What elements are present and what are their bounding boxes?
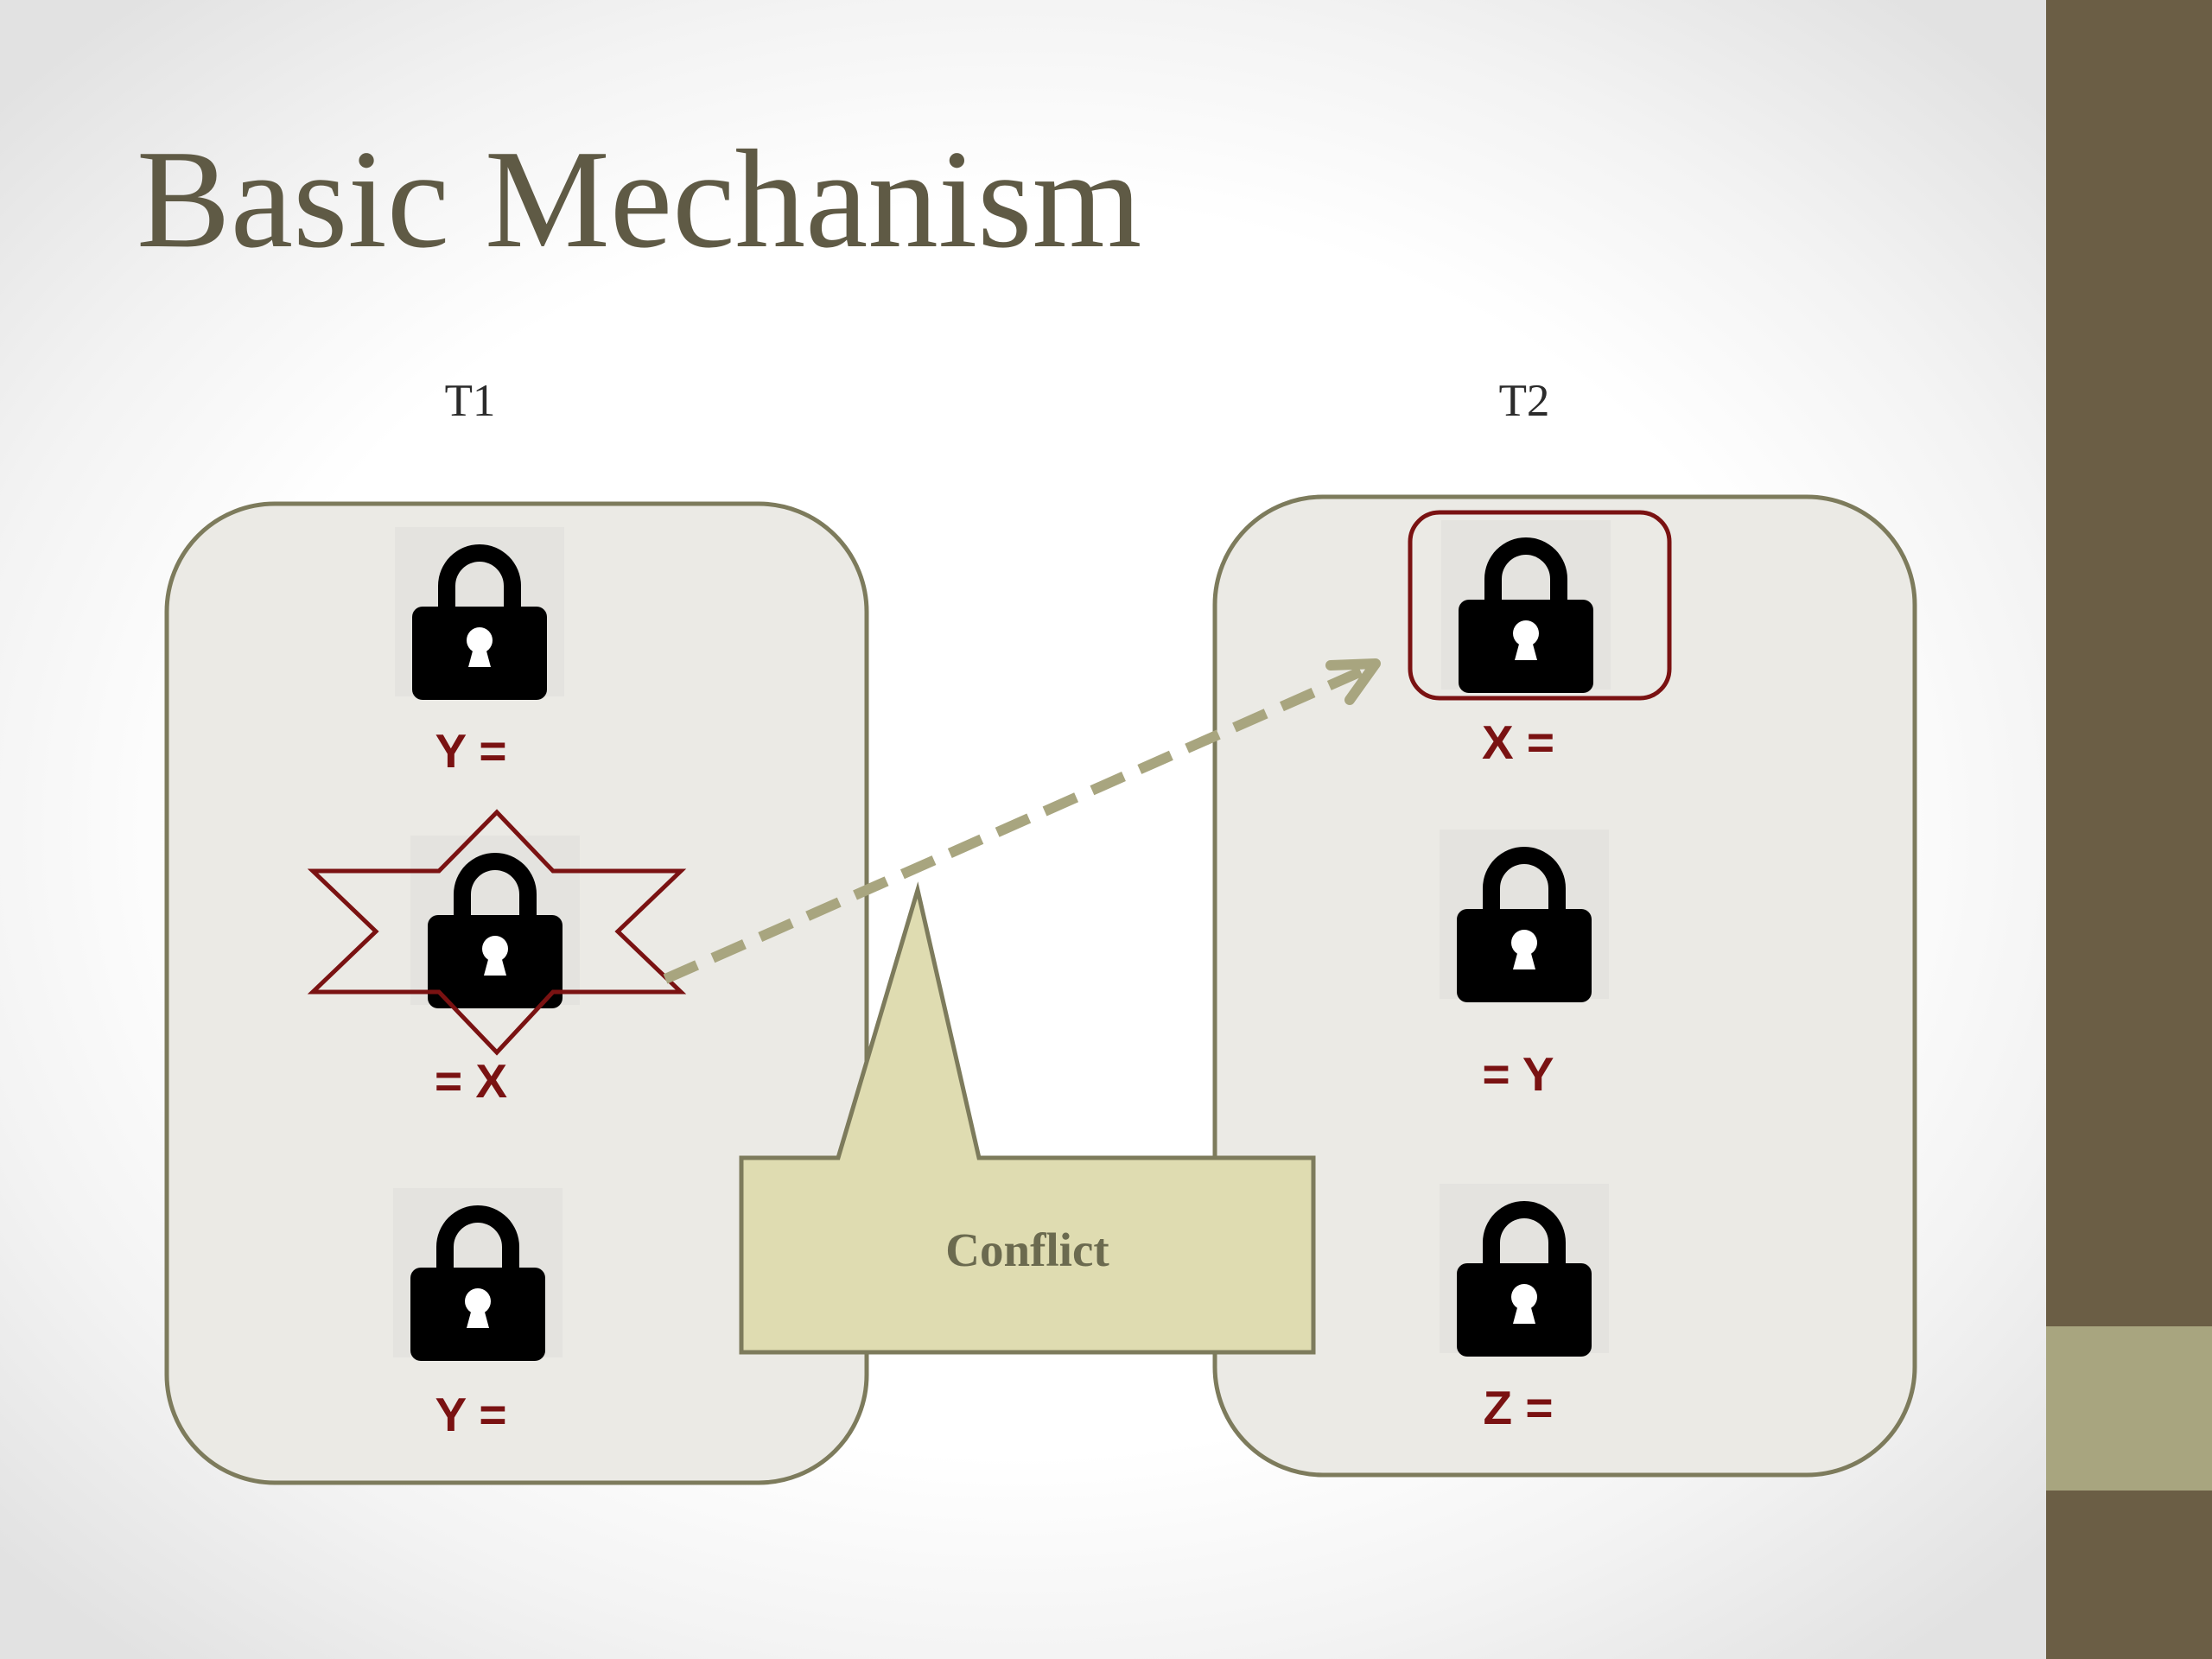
t1-step-1-lock-icon xyxy=(395,527,564,700)
t1-step-2-lock-icon xyxy=(410,836,580,1008)
conflict-label: Conflict xyxy=(945,1224,1109,1276)
rounded-box-highlight xyxy=(1408,510,1672,701)
t2-step-2-statement: = Y xyxy=(1482,1047,1554,1101)
t1-step-2-statement: = X xyxy=(435,1054,507,1108)
slide-title: Basic Mechanism xyxy=(137,122,1142,277)
t2-label: T2 xyxy=(1498,376,1550,426)
t2-step-1-lock-icon xyxy=(1441,520,1611,693)
t1-step-1-statement: Y = xyxy=(435,724,506,778)
t2-step-2-lock-icon xyxy=(1440,830,1609,1002)
t1-step-3-lock-icon xyxy=(393,1188,563,1361)
t1-step-3-statement: Y = xyxy=(435,1388,506,1441)
sidebar-accent-band xyxy=(2046,1326,2212,1491)
dependency-arrow xyxy=(663,658,1381,984)
conflict-callout xyxy=(739,881,1316,1355)
t2-step-1-statement: X = xyxy=(1482,715,1554,769)
t2-step-3-lock-icon xyxy=(1440,1184,1609,1357)
t1-label: T1 xyxy=(444,376,496,426)
t2-step-3-statement: Z = xyxy=(1484,1381,1554,1434)
explosion-star-highlight xyxy=(307,809,687,1056)
